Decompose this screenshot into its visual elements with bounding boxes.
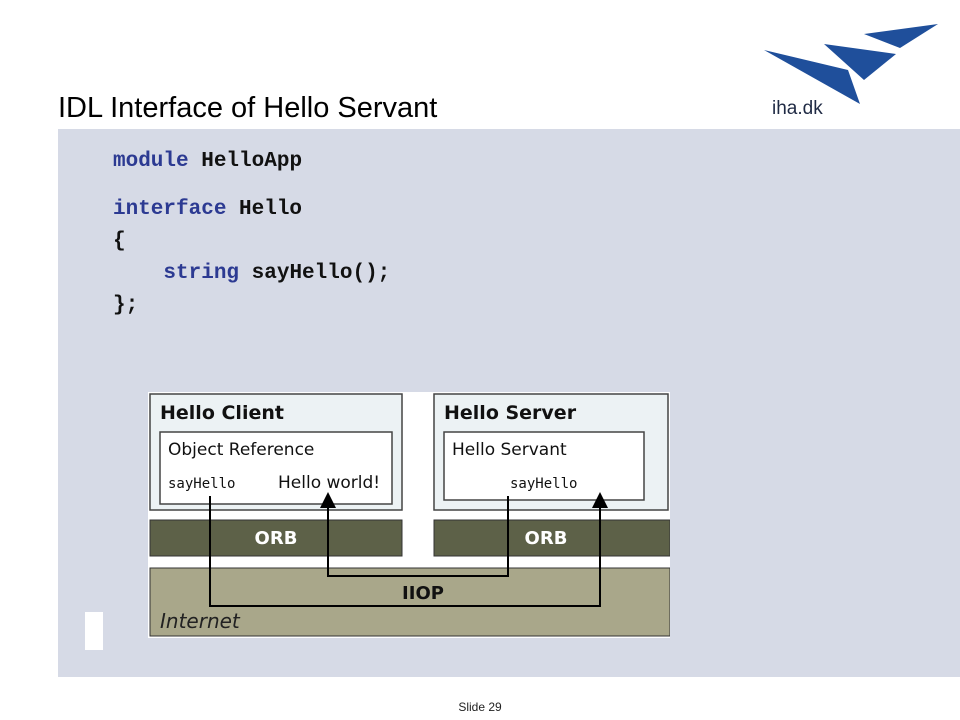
code-keyword: string <box>163 262 240 285</box>
logo-text: iha.dk <box>772 98 823 119</box>
hello-servant-box <box>443 431 645 501</box>
code-line-module: module HelloApp <box>113 150 302 173</box>
orb-left-bar <box>149 519 403 557</box>
client-result-label: Hello world! <box>278 473 380 493</box>
iiop-label: IIOP <box>402 583 444 604</box>
corba-diagram: Hello Client Object Reference sayHello H… <box>148 392 670 638</box>
code-line-interface: interface Hello <box>113 198 302 221</box>
slide-marker <box>85 612 103 650</box>
client-call-label: sayHello <box>168 476 235 492</box>
code-line-close-brace: }; <box>113 294 139 317</box>
code-keyword: module <box>113 150 189 173</box>
internet-label: Internet <box>160 609 241 633</box>
code-keyword: interface <box>113 198 227 221</box>
code-indent <box>113 262 163 285</box>
code-text: Hello <box>226 198 303 221</box>
code-text: sayHello(); <box>239 262 391 285</box>
slide-title: IDL Interface of Hello Servant <box>58 92 438 124</box>
server-title: Hello Server <box>444 402 577 424</box>
object-reference-label: Object Reference <box>168 440 314 460</box>
internet-bar <box>149 567 670 637</box>
slide-number: Slide 29 <box>458 700 502 714</box>
client-title: Hello Client <box>160 402 284 424</box>
object-reference-box <box>159 431 393 505</box>
code-text: HelloApp <box>188 150 303 173</box>
server-call-label: sayHello <box>510 476 577 492</box>
request-path <box>209 492 608 607</box>
orb-right-bar <box>433 519 670 557</box>
code-line-open-brace: { <box>113 230 126 253</box>
hello-servant-label: Hello Servant <box>452 440 567 460</box>
response-path <box>320 492 509 577</box>
code-line-method: string sayHello(); <box>113 262 390 285</box>
orb-left-label: ORB <box>255 528 298 549</box>
orb-right-label: ORB <box>525 528 568 549</box>
iha-logo-icon <box>764 24 938 104</box>
